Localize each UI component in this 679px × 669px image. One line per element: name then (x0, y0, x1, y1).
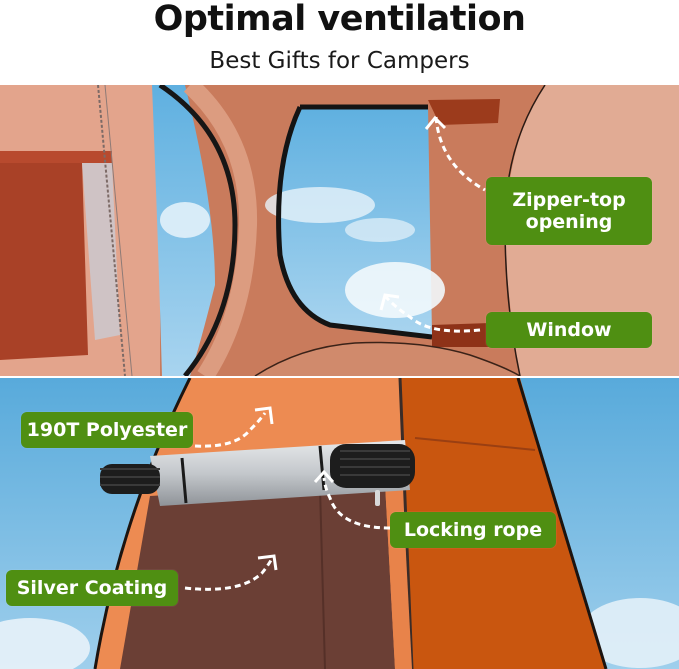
page-title: Optimal ventilation (153, 0, 526, 39)
panel-divider (0, 376, 679, 378)
callout-silver-coating: Silver Coating (6, 570, 178, 606)
page-header: Optimal ventilation Best Gifts for Campe… (0, 0, 679, 85)
callout-locking-rope: Locking rope (390, 512, 556, 548)
callout-zipper-top-opening: Zipper-top opening (486, 177, 652, 245)
top-photo-panel: Zipper-top opening Window (0, 85, 679, 376)
page-subtitle: Best Gifts for Campers (209, 48, 470, 74)
callout-window: Window (486, 312, 652, 348)
callout-190t-polyester: 190T Polyester (21, 412, 193, 448)
bottom-photo-panel: 190T Polyester Locking rope Silver Coati… (0, 378, 679, 669)
